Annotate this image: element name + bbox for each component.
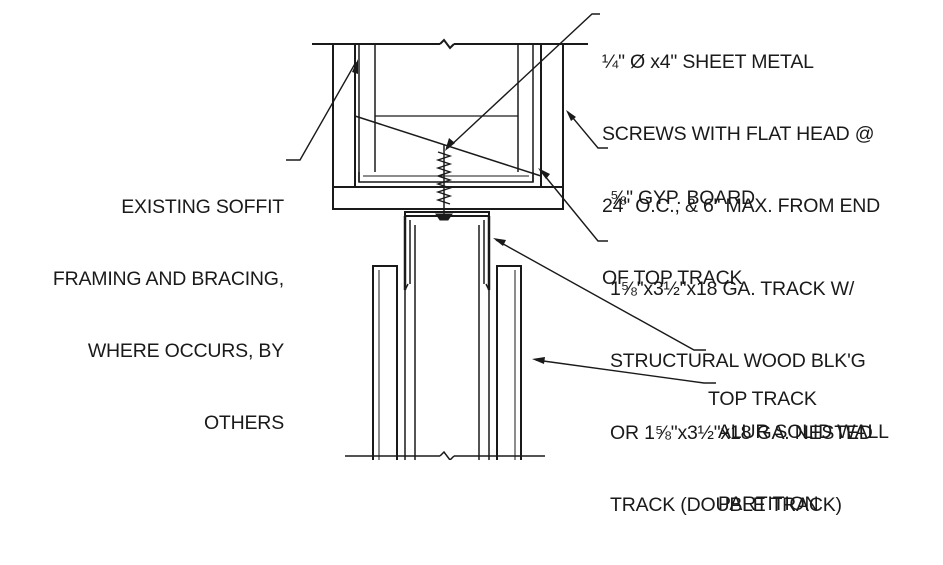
arrowhead-alur xyxy=(532,357,545,364)
leader-top-track xyxy=(495,239,706,351)
partition-core xyxy=(404,225,490,460)
note-screws-line-3: 24" O.C., & 6" MAX. FROM END xyxy=(602,195,881,217)
bottom-break-line xyxy=(345,450,545,460)
leader-track xyxy=(539,169,608,242)
note-soffit-line-4: OTHERS xyxy=(203,412,284,434)
soffit-framing-right xyxy=(517,44,534,182)
section-detail-svg xyxy=(286,13,716,460)
note-soffit: EXISTING SOFFIT FRAMING AND BRACING, WHE… xyxy=(53,147,284,483)
arrowhead-gyp-board xyxy=(566,110,576,121)
leader-arrowheads xyxy=(352,59,576,364)
arrowhead-top-track xyxy=(493,238,506,246)
note-top-track: TOP TRACK xyxy=(708,339,817,459)
leader-gyp-board xyxy=(567,111,608,149)
soffit-framing-left xyxy=(358,44,376,182)
arrowhead-screws xyxy=(445,138,455,151)
note-soffit-line-1: EXISTING SOFFIT xyxy=(121,196,284,218)
alur-wall-panels xyxy=(372,265,522,460)
note-soffit-line-2: FRAMING AND BRACING, xyxy=(52,268,284,290)
note-track-line-3: OR 1⅝"x3½"x18 GA. NESTED xyxy=(610,422,873,444)
leader-soffit xyxy=(286,61,357,161)
note-screws-line-1: ¼" Ø x4" SHEET METAL xyxy=(602,51,814,73)
leader-alur xyxy=(535,359,716,384)
gyp-board-soffit xyxy=(332,44,564,210)
note-gyp-board: ⅝" GYP. BOARD xyxy=(610,138,755,258)
note-alur-line-2: PARTITION xyxy=(718,493,819,515)
note-screws-line-2: SCREWS WITH FLAT HEAD @ xyxy=(602,123,875,145)
note-gyp-board-text: ⅝" GYP. BOARD xyxy=(610,187,755,209)
note-track-line-1: 1⅝"x3½"x18 GA. TRACK W/ xyxy=(610,278,855,300)
top-break-line xyxy=(312,38,588,50)
note-track-line-2: STRUCTURAL WOOD BLK'G xyxy=(610,350,866,372)
note-alur: ALUR SOLID WALL PARTITION xyxy=(718,372,889,564)
leader-lines xyxy=(286,13,716,384)
leader-screws xyxy=(447,13,600,149)
note-screws: ¼" Ø x4" SHEET METAL SCREWS WITH FLAT HE… xyxy=(602,2,880,338)
top-track-channel xyxy=(403,211,491,291)
note-screws-line-4: OF TOP TRACK xyxy=(602,267,743,289)
note-soffit-line-3: WHERE OCCURS, BY xyxy=(87,340,284,362)
detail-drawing: ¼" Ø x4" SHEET METAL SCREWS WITH FLAT HE… xyxy=(53,2,889,516)
note-top-track-text: TOP TRACK xyxy=(708,388,817,410)
note-alur-line-1: ALUR SOLID WALL xyxy=(718,421,889,443)
arrowhead-soffit xyxy=(352,59,358,74)
arrowhead-track xyxy=(538,168,550,179)
